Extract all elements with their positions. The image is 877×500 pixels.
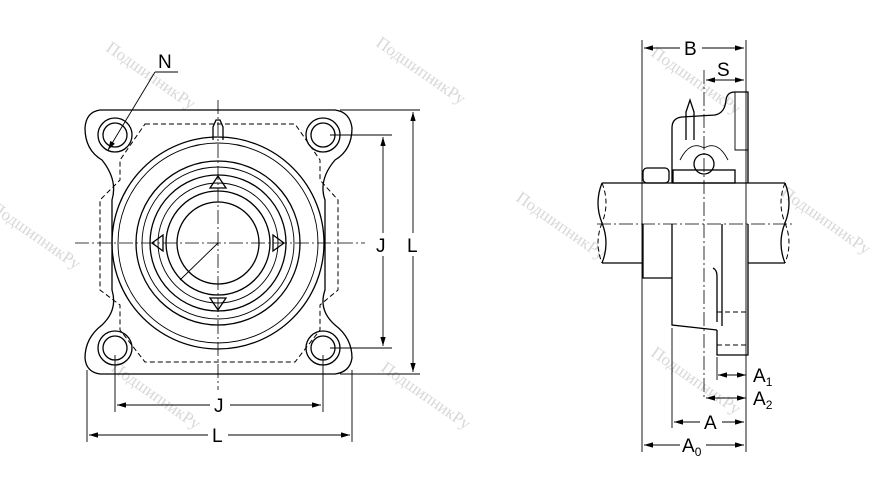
watermark: ПодшипникРу [108, 358, 205, 434]
watermark: ПодшипникРу [778, 183, 875, 259]
locking-collar-screw [642, 167, 670, 184]
dimension-a: A [704, 413, 717, 434]
dimension-b: B [684, 39, 697, 60]
dimension-s: S [717, 60, 730, 81]
dimension-a1: A1 [753, 366, 773, 389]
dimension-l-horizontal: L [212, 426, 223, 447]
side-view: B S A1 A2 A A0 [597, 39, 792, 459]
watermark: ПодшипникРу [0, 198, 85, 274]
dimension-a0: A0 [682, 436, 702, 459]
watermark: ПодшипникРу [648, 343, 745, 419]
watermark: ПодшипникРу [373, 33, 470, 109]
label-n: N [158, 52, 172, 73]
grease-fitting-icon [212, 119, 224, 140]
dimension-j-horizontal: J [214, 396, 224, 417]
housing-section [671, 91, 749, 183]
dimension-l-vertical: L [407, 236, 418, 257]
dimension-a2: A2 [753, 389, 773, 412]
front-view: N J L J L [75, 52, 420, 447]
watermark: ПодшипникРу [378, 358, 475, 434]
hidden-flange-pocket [99, 123, 339, 363]
grease-fitting-icon [685, 97, 695, 140]
bolt-holes [97, 117, 341, 366]
watermark: ПодшипникРу [513, 188, 610, 264]
shaft [602, 182, 785, 264]
flange-outline [84, 109, 353, 375]
watermark: ПодшипникРу [103, 38, 200, 114]
dimension-j-vertical: J [376, 236, 386, 257]
